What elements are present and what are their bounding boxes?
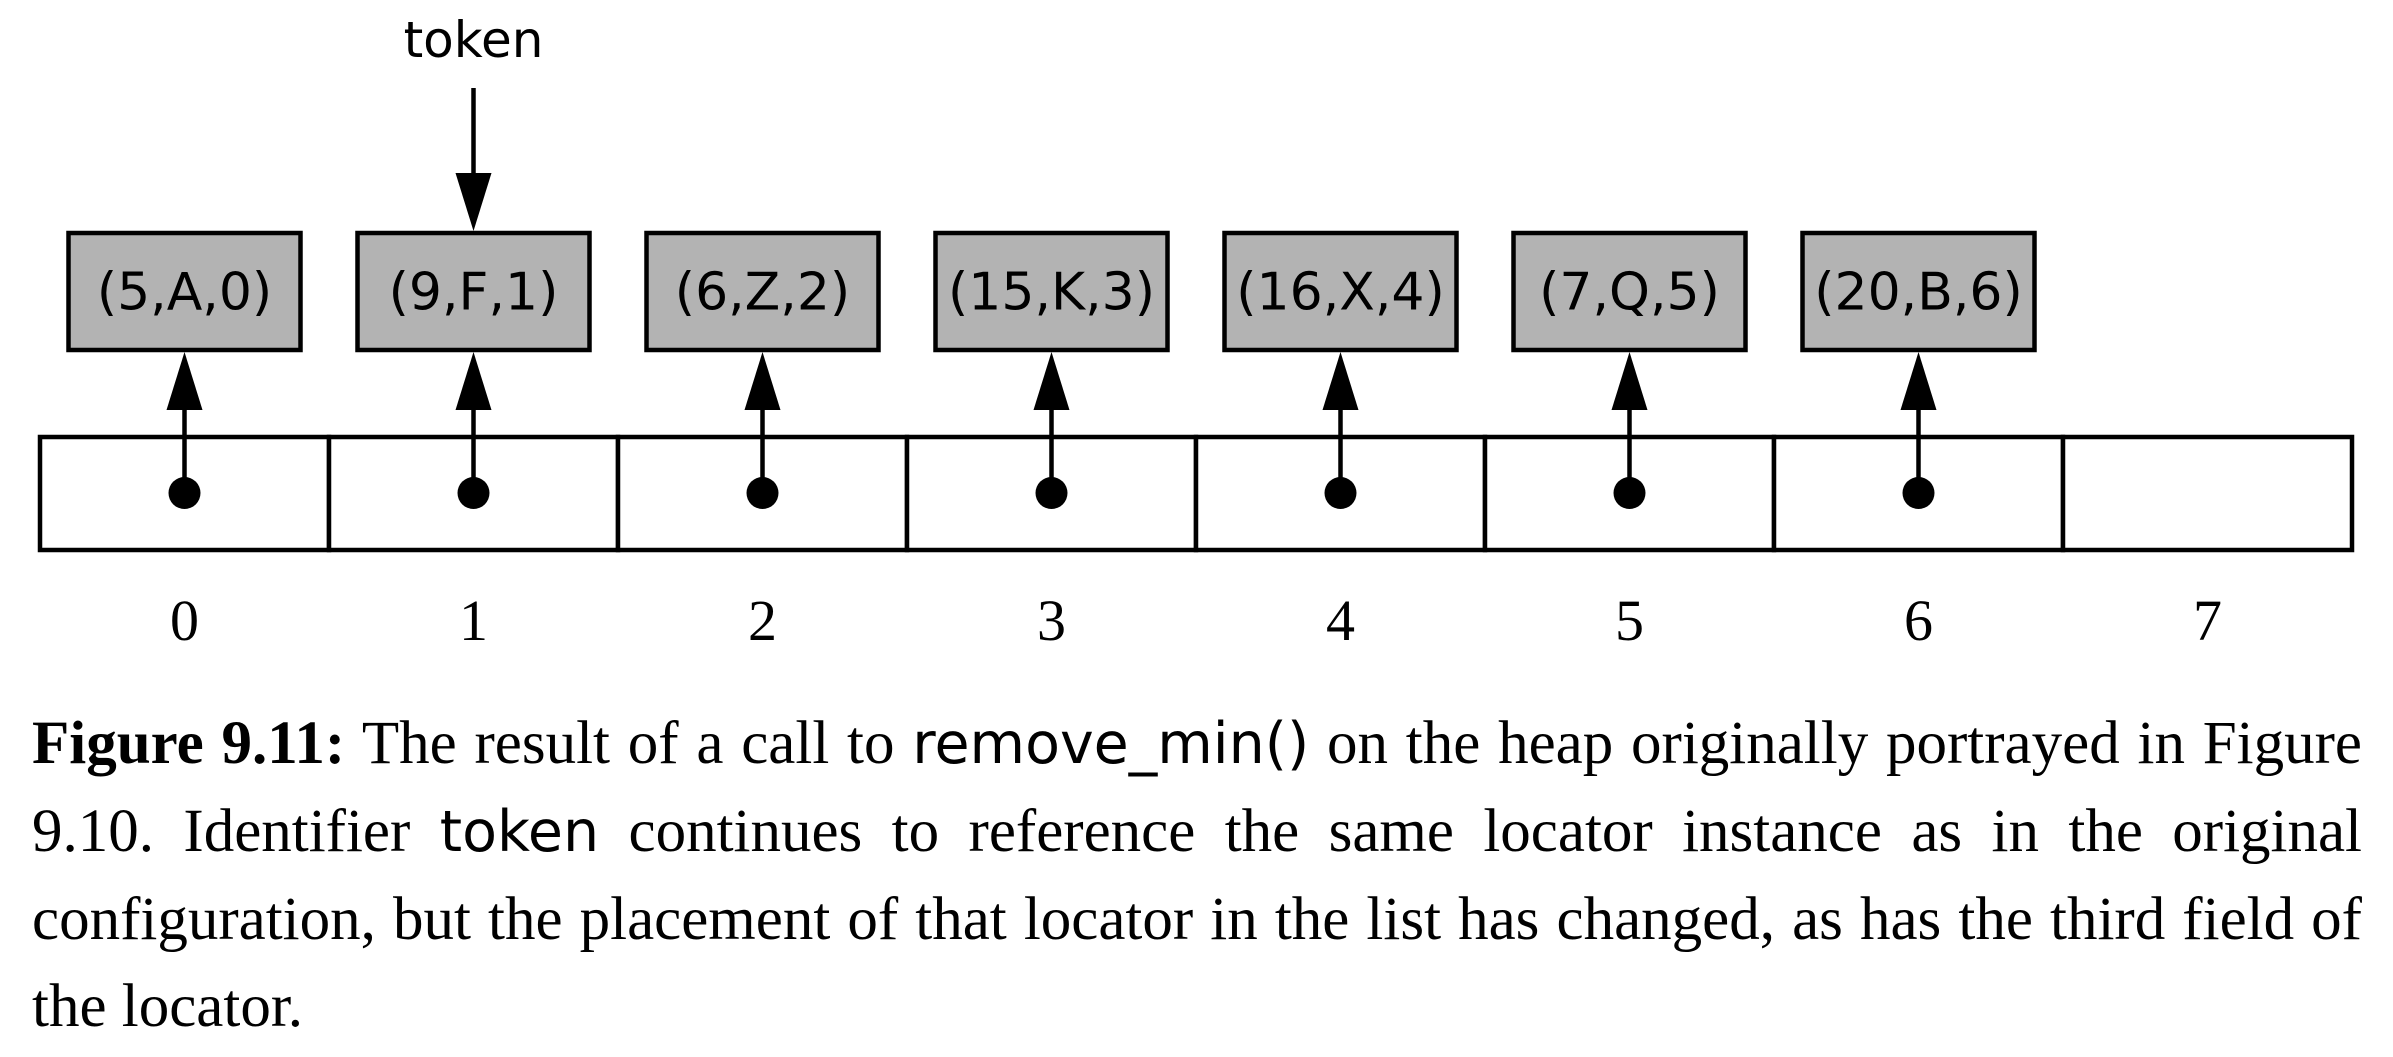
caption-code-token: token (439, 799, 600, 865)
caption-text-1: The result of a call to (345, 710, 913, 777)
pointer-arrow-head (455, 352, 492, 410)
cell-pointer (455, 352, 492, 509)
caption-text-3: continues to reference the same locator … (32, 798, 2363, 1040)
locator-box: (6,Z,2) (644, 230, 881, 353)
pointer-arrow (1322, 352, 1359, 493)
array-index-labels: 0 1 2 3 4 5 6 7 (170, 588, 2222, 653)
figure-caption: Figure 9.11: The result of a call to rem… (32, 700, 2362, 1050)
pointer-arrow-head (1033, 352, 1070, 410)
token-label: token (404, 11, 544, 69)
token-arrow-head (455, 173, 492, 231)
pointer-arrow-head (166, 352, 203, 410)
array-index-label: 5 (1615, 588, 1644, 653)
token-arrow-line (455, 88, 492, 231)
pointer-arrow-head (1900, 352, 1937, 410)
caption-label: Figure 9.11: (32, 710, 346, 777)
pointer-arrow (455, 352, 492, 493)
pointer-arrow (1900, 352, 1937, 493)
locator-box: (5,A,0) (66, 230, 303, 353)
array-index-label: 2 (748, 588, 777, 653)
pointer-arrow-head (744, 352, 781, 410)
locator-box-label: (5,A,0) (97, 263, 272, 323)
array-index-label: 7 (2193, 588, 2222, 653)
locator-box-rect (933, 230, 1170, 353)
locator-box: (16,X,4) (1222, 230, 1459, 353)
locator-box-rect (1511, 230, 1748, 353)
pointer-arrow (1033, 352, 1070, 493)
locator-box-label: (9,F,1) (389, 263, 559, 323)
array-cells (37, 434, 2355, 553)
cell-pointer (1900, 352, 1937, 509)
locator-box: (15,K,3) (933, 230, 1170, 353)
pointer-arrow (166, 352, 203, 493)
pointer-arrow-head (1322, 352, 1359, 410)
array-index-label: 6 (1904, 588, 1933, 653)
pointer-arrows (166, 352, 1937, 509)
locator-box-rect (66, 230, 303, 353)
locator-box-label: (7,Q,5) (1539, 263, 1720, 323)
array-cell-7 (2060, 434, 2355, 553)
array-index-label: 0 (170, 588, 199, 653)
cell-pointer (166, 352, 203, 509)
locator-box-label: (15,K,3) (948, 263, 1155, 323)
locator-box: (9,F,1) (355, 230, 592, 353)
cell-pointer (1611, 352, 1648, 509)
pointer-arrow-head (1611, 352, 1648, 410)
array-index-label: 3 (1037, 588, 1066, 653)
cell-pointer (744, 352, 781, 509)
cell-pointer (1322, 352, 1359, 509)
array-index-label: 1 (459, 588, 488, 653)
caption-code-remove-min: remove_min() (912, 711, 1310, 777)
array-index-label: 4 (1326, 588, 1355, 653)
pointer-arrow (1611, 352, 1648, 493)
heap-array-diagram: token (5,A,0) (9,F,1) (6,Z,2) (15,K,3) (16,X… (37, 11, 2355, 653)
locator-box-label: (20,B,6) (1814, 263, 2023, 323)
locator-box: (20,B,6) (1800, 230, 2037, 353)
locator-box-label: (6,Z,2) (675, 263, 850, 323)
token-arrow (455, 88, 492, 231)
locator-box-rect (355, 230, 592, 353)
locator-box-rect (1222, 230, 1459, 353)
locator-box-label: (16,X,4) (1236, 263, 1445, 323)
locator-box-rect (644, 230, 881, 353)
cell-pointer (1033, 352, 1070, 509)
locator-boxes: (5,A,0) (9,F,1) (6,Z,2) (15,K,3) (16,X,4) (7,… (66, 230, 2037, 353)
caption-text-2: on the heap originally portrayed in Figu… (32, 710, 2362, 865)
pointer-arrow (744, 352, 781, 493)
locator-box: (7,Q,5) (1511, 230, 1748, 353)
locator-box-rect (1800, 230, 2037, 353)
